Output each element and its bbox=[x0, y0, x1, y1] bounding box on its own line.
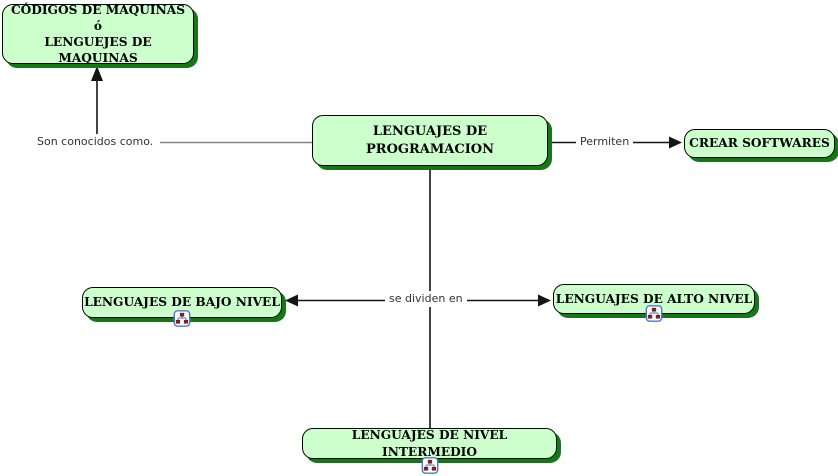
cmap-resource-icon[interactable] bbox=[421, 457, 438, 474]
node-label: LENGUAJES DE BAJO NIVEL bbox=[84, 295, 280, 310]
cmap-resource-icon[interactable] bbox=[173, 310, 191, 327]
link-label-se-dividen[interactable]: se dividen en bbox=[385, 291, 467, 307]
node-bajo-nivel[interactable]: LENGUAJES DE BAJO NIVEL bbox=[82, 287, 282, 327]
node-machine-codes[interactable]: CÓDIGOS DE MAQUINAS ó LENGUEJES DE MAQUI… bbox=[2, 2, 194, 66]
node-alto-nivel[interactable]: LENGUAJES DE ALTO NIVEL bbox=[553, 284, 755, 322]
node-label: LENGUAJES DE ALTO NIVEL bbox=[555, 291, 753, 306]
cmap-resource-icon[interactable] bbox=[645, 305, 663, 322]
node-programming-languages[interactable]: LENGUAJES DE PROGRAMACION bbox=[312, 115, 548, 166]
arrowhead-up-machine-codes bbox=[91, 66, 103, 81]
arrowhead-left-bajo-nivel bbox=[285, 294, 298, 307]
arrowhead-right-alto-nivel bbox=[538, 294, 551, 307]
link-label-permiten[interactable]: Permiten bbox=[576, 134, 634, 150]
node-nivel-intermedio[interactable]: LENGUAJES DE NIVEL INTERMEDIO bbox=[302, 428, 557, 474]
link-label-son-conocidos[interactable]: Son conocidos como. bbox=[33, 134, 158, 150]
node-label: LENGUAJES DE NIVEL INTERMEDIO bbox=[351, 428, 516, 459]
node-label: CREAR SOFTWARES bbox=[689, 136, 830, 151]
node-crear-softwares[interactable]: CREAR SOFTWARES bbox=[684, 129, 835, 158]
node-label: LENGUAJES DE PROGRAMACION bbox=[365, 124, 494, 157]
arrowhead-right-crear-softwares bbox=[669, 136, 682, 149]
node-label: CÓDIGOS DE MAQUINAS ó LENGUEJES DE MAQUI… bbox=[10, 2, 186, 66]
